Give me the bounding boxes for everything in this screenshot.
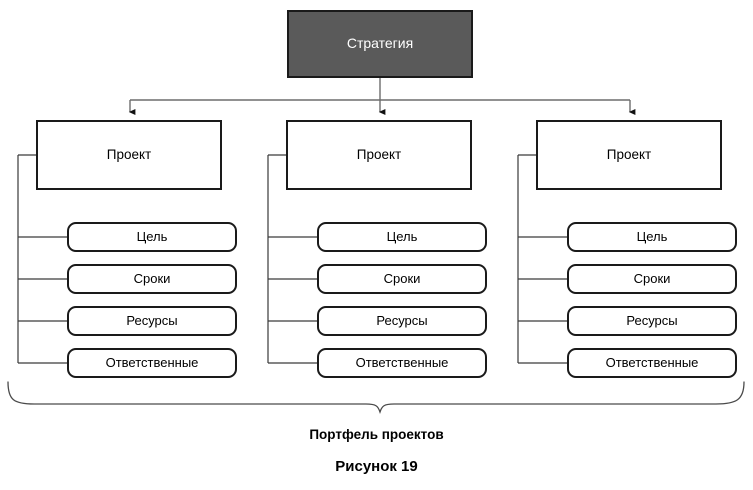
attribute-node-3-2[interactable]: Сроки <box>567 264 737 294</box>
attribute-label-1-4: Ответственные <box>105 354 199 370</box>
attribute-label-3-3: Ресурсы <box>626 312 678 328</box>
attribute-node-3-3[interactable]: Ресурсы <box>567 306 737 336</box>
attribute-label-2-3: Ресурсы <box>376 312 428 328</box>
attribute-label-2-4: Ответственные <box>355 354 449 370</box>
attribute-node-1-4[interactable]: Ответственные <box>67 348 237 378</box>
strategy-node[interactable]: Стратегия <box>287 10 473 78</box>
project-node-2[interactable]: Проект <box>286 120 472 190</box>
attribute-node-2-2[interactable]: Сроки <box>317 264 487 294</box>
attribute-label-3-1: Цель <box>636 228 668 244</box>
project-node-1[interactable]: Проект <box>36 120 222 190</box>
attribute-label-1-3: Ресурсы <box>126 312 178 328</box>
attribute-node-2-1[interactable]: Цель <box>317 222 487 252</box>
attribute-node-3-1[interactable]: Цель <box>567 222 737 252</box>
attribute-node-1-1[interactable]: Цель <box>67 222 237 252</box>
attribute-node-1-2[interactable]: Сроки <box>67 264 237 294</box>
project-label-1: Проект <box>106 146 152 162</box>
strategy-label: Стратегия <box>346 35 414 52</box>
attribute-node-2-3[interactable]: Ресурсы <box>317 306 487 336</box>
attribute-label-1-1: Цель <box>136 228 168 244</box>
figure-caption: Рисунок 19 <box>335 458 418 475</box>
project-label-2: Проект <box>356 146 402 162</box>
attribute-node-2-4[interactable]: Ответственные <box>317 348 487 378</box>
portfolio-brace-label: Портфель проектов <box>309 427 444 442</box>
portfolio-brace <box>7 381 745 415</box>
attribute-node-3-4[interactable]: Ответственные <box>567 348 737 378</box>
project-label-3: Проект <box>606 146 652 162</box>
attribute-node-1-3[interactable]: Ресурсы <box>67 306 237 336</box>
attribute-label-3-4: Ответственные <box>605 354 699 370</box>
project-node-3[interactable]: Проект <box>536 120 722 190</box>
attribute-label-1-2: Сроки <box>133 270 171 286</box>
attribute-label-2-1: Цель <box>386 228 418 244</box>
attribute-label-3-2: Сроки <box>633 270 671 286</box>
attribute-label-2-2: Сроки <box>383 270 421 286</box>
